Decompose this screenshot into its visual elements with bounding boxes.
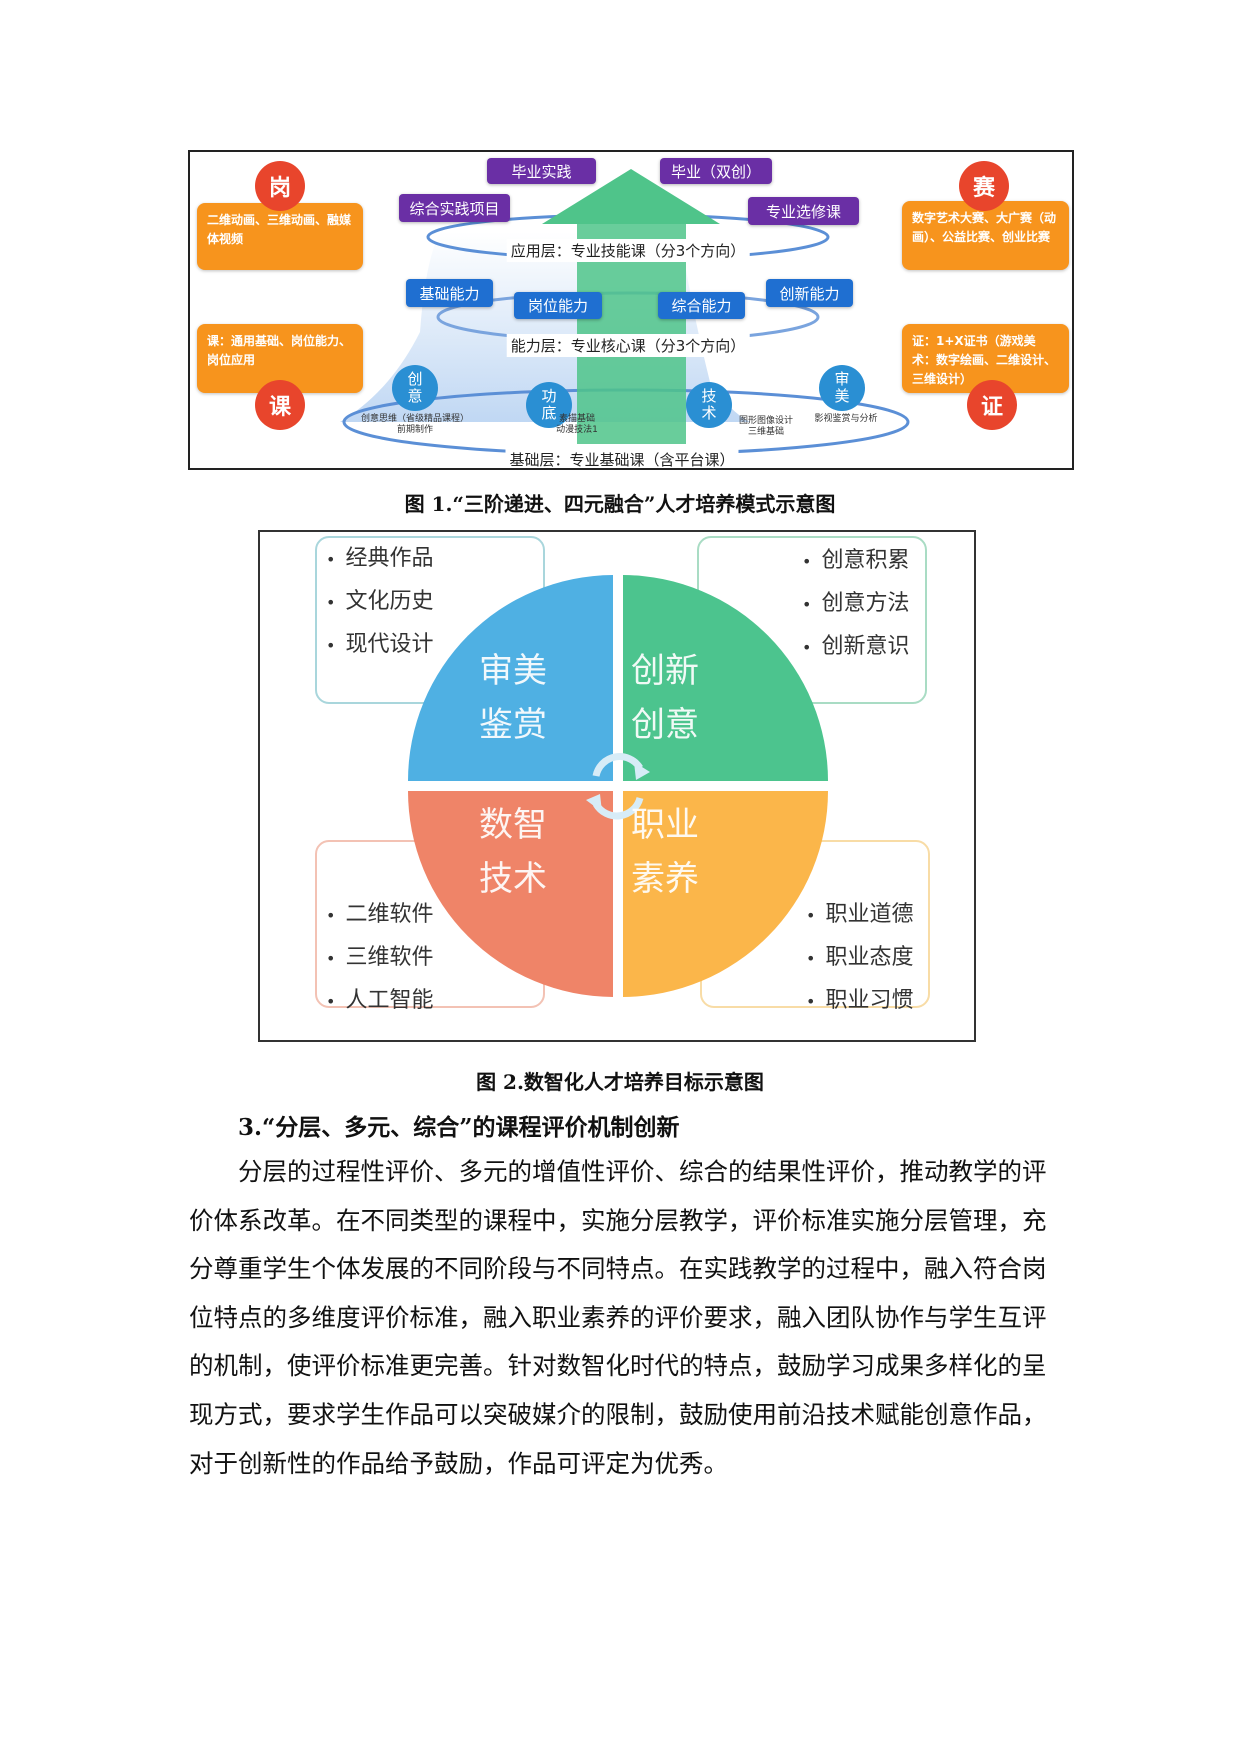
paragraph-line: 分尊重学生个体发展的不同阶段与不同特点。在实践教学的过程中，融入符合岗 bbox=[189, 1254, 1047, 1284]
list-item: 创新意识 bbox=[802, 626, 909, 669]
node-technology: 技术 bbox=[686, 382, 732, 428]
node-aesthetics-caption: 影视鉴赏与分析 bbox=[814, 414, 878, 424]
quadrant-title-professional: 职业素养 bbox=[631, 805, 699, 899]
box-integrated-project: 综合实践项目 bbox=[399, 194, 510, 222]
quadrant-title-technology: 数智技术 bbox=[479, 805, 547, 899]
list-item: 现代设计 bbox=[326, 624, 433, 667]
figure-1-talent-model-diagram: 二维动画、三维动画、融媒体视频 岗 课：通用基础、岗位能力、岗位应用 课 数字艺… bbox=[188, 150, 1074, 470]
card-gang: 二维动画、三维动画、融媒体视频 bbox=[197, 203, 363, 270]
quadrant-title-aesthetics: 审美鉴赏 bbox=[479, 651, 547, 745]
box-elective-course: 专业选修课 bbox=[748, 197, 859, 225]
list-item: 经典作品 bbox=[326, 538, 433, 581]
node-creativity-caption: 创意思维（省级精品课程）前期制作 bbox=[360, 414, 470, 435]
list-item: 三维软件 bbox=[326, 937, 433, 980]
card-sai: 数字艺术大赛、大广赛（动画）、公益比赛、创业比赛 bbox=[902, 201, 1069, 270]
body-paragraph: 分层的过程性评价、多元的增值性评价、综合的结果性评价，推动教学的评 价体系改革。… bbox=[189, 1148, 1051, 1488]
list-item: 职业习惯 bbox=[806, 980, 913, 1023]
layer-ability: 能力层：专业核心课（分3个方向） bbox=[506, 334, 750, 357]
list-item: 职业态度 bbox=[806, 937, 913, 980]
badge-gang: 岗 bbox=[255, 161, 305, 211]
box-innovation-ability: 创新能力 bbox=[766, 279, 853, 307]
list-aesthetics: 经典作品 文化历史 现代设计 bbox=[326, 538, 433, 667]
node-creativity: 创意 bbox=[392, 365, 438, 411]
box-basic-ability: 基础能力 bbox=[406, 279, 493, 307]
list-item: 创意方法 bbox=[802, 583, 909, 626]
box-graduation-innovation: 毕业（双创） bbox=[660, 158, 772, 184]
list-item: 人工智能 bbox=[326, 980, 433, 1023]
box-graduation-practice: 毕业实践 bbox=[487, 158, 596, 184]
list-item: 二维软件 bbox=[326, 894, 433, 937]
paragraph-line: 分层的过程性评价、多元的增值性评价、综合的结果性评价，推动教学的评 bbox=[238, 1157, 1047, 1186]
arrow-head bbox=[542, 169, 720, 224]
figure-2-caption: 图 2.数智化人才培养目标示意图 bbox=[476, 1070, 764, 1094]
quadrant-technology bbox=[408, 791, 613, 997]
node-fundamentals: 功底 bbox=[526, 382, 572, 428]
badge-sai: 赛 bbox=[959, 161, 1009, 211]
card-zheng: 证：1+X证书（游戏美术：数字绘画、二维设计、三维设计） bbox=[902, 324, 1069, 393]
list-technology: 二维软件 三维软件 人工智能 bbox=[326, 894, 433, 1023]
quadrant-professional bbox=[623, 791, 828, 997]
quadrant-aesthetics bbox=[408, 575, 613, 781]
quadrant-circle bbox=[408, 575, 828, 997]
diagram-background bbox=[340, 169, 910, 456]
figure-1-caption: 图 1.“三阶递进、四元融合”人才培养模式示意图 bbox=[404, 492, 836, 516]
layer-application: 应用层：专业技能课（分3个方向） bbox=[506, 239, 750, 262]
list-innovation: 创意积累 创意方法 创新意识 bbox=[802, 540, 909, 669]
section-heading: 3.“分层、多元、综合”的课程评价机制创新 bbox=[238, 1114, 680, 1141]
list-item: 职业道德 bbox=[806, 894, 913, 937]
paragraph-line: 现方式，要求学生作品可以突破媒介的限制，鼓励使用前沿技术赋能创意作品， bbox=[189, 1399, 1047, 1429]
node-fundamentals-caption: 素描基础动漫技法1 bbox=[556, 414, 598, 435]
box-post-ability: 岗位能力 bbox=[514, 292, 602, 319]
quadrant-innovation bbox=[623, 575, 828, 781]
badge-ke: 课 bbox=[255, 380, 305, 430]
node-aesthetics: 审美 bbox=[819, 365, 865, 411]
list-item: 文化历史 bbox=[326, 581, 433, 624]
paragraph-line: 位特点的多维度评价标准，融入职业素养的评价要求，融入团队协作与学生互评 bbox=[189, 1302, 1047, 1332]
badge-zheng: 证 bbox=[967, 380, 1017, 430]
paragraph-line: 的机制，使评价标准更完善。针对数智化时代的特点，鼓励学习成果多样化的呈 bbox=[189, 1351, 1047, 1381]
box-integrated-ability: 综合能力 bbox=[658, 292, 745, 319]
paragraph-line: 对于创新性的作品给予鼓励，作品可评定为优秀。 bbox=[189, 1448, 728, 1478]
cycle-arrow-top-icon bbox=[592, 753, 643, 777]
paragraph-line: 价体系改革。在不同类型的课程中，实施分层教学，评价标准实施分层管理，充 bbox=[189, 1205, 1047, 1235]
quadrant-title-innovation: 创新创意 bbox=[631, 651, 699, 745]
list-professional: 职业道德 职业态度 职业习惯 bbox=[806, 894, 913, 1023]
layer-foundation: 基础层：专业基础课（含平台课） bbox=[505, 448, 739, 468]
card-ke: 课：通用基础、岗位能力、岗位应用 bbox=[197, 324, 363, 393]
node-technology-caption: 图形图像设计三维基础 bbox=[738, 416, 794, 437]
list-item: 创意积累 bbox=[802, 540, 909, 583]
